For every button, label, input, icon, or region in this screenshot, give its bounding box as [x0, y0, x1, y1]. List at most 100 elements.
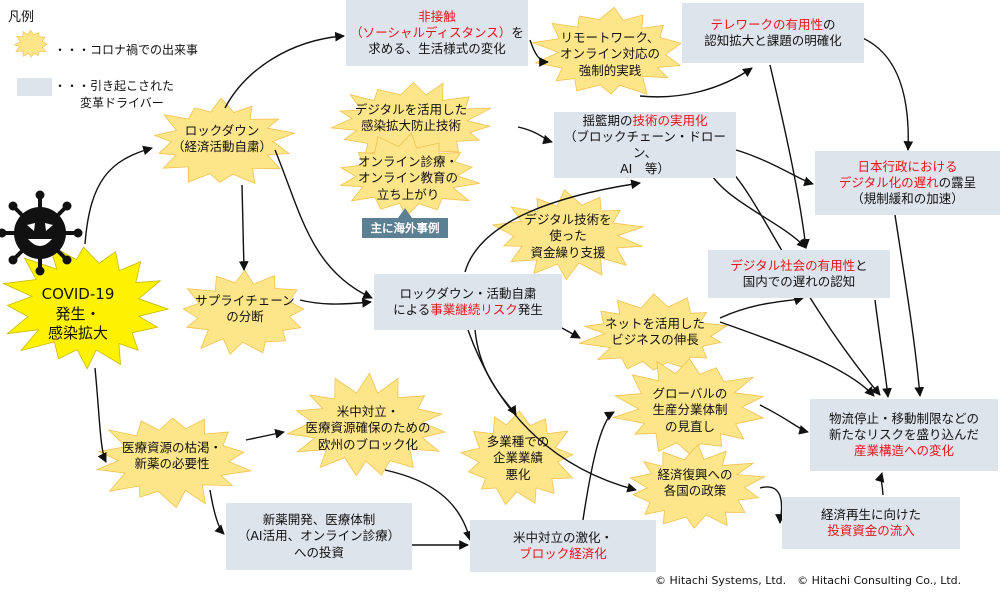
event-line: 使った [549, 228, 587, 244]
event-medical: 医療資源の枯渇・新薬の必要性 [100, 440, 244, 473]
driver-telework: テレワークの有用性の認知拡大と課題の明確化 [682, 3, 864, 63]
driver-text: 発生 [517, 302, 543, 317]
driver-text: 米中対立の激化・ [512, 529, 613, 545]
event-line: リモートワーク、 [560, 30, 660, 45]
flow-arrow-5 [299, 297, 372, 308]
covid-label: COVID-19 発生・ 感染拡大 [41, 285, 115, 342]
event-line: 経済復興への [657, 467, 733, 482]
flow-arrow-9 [384, 469, 473, 541]
event-line: 立ち上がり [376, 186, 440, 202]
driver-highlight: デジタル社会の有用性 [730, 257, 856, 273]
event-line: 資金繰り支援 [530, 244, 606, 260]
driver-digital-society: デジタル社会の有用性と国内での遅れの認知 [708, 250, 890, 298]
driver-text: の [822, 16, 836, 32]
flow-arrow-20 [874, 472, 885, 496]
event-lockdown: ロックダウン（経済活動自粛） [160, 123, 284, 156]
virus-icon [0, 190, 83, 276]
flow-arrow-19 [759, 486, 785, 524]
event-line: 各国の政策 [663, 483, 727, 499]
legend-title: 凡例 [8, 10, 35, 25]
flow-arrow-18 [579, 411, 615, 541]
event-line: オンライン教育の [357, 170, 458, 186]
overseas-tag: 主に海外事例 [362, 218, 448, 238]
driver-highlight: デジタル化の遅れ [838, 174, 939, 190]
event-line: 欧州のブロック化 [317, 436, 418, 452]
driver-highlight: （ソーシャルディスタンス） [350, 24, 512, 40]
event-line: 米中対立・ [336, 404, 400, 419]
event-line: ネットを活用した [604, 316, 705, 331]
event-line: （経済活動自粛） [171, 139, 272, 155]
event-burst-remote-work [531, 6, 682, 95]
driver-industry-structure: 物流停止・移動制限などの新たなリスクを盛り込んだ産業構造への変化 [810, 399, 998, 471]
driver-highlight: ブロック経済化 [519, 546, 607, 561]
driver-text: 揺籃期の [582, 112, 633, 128]
flow-arrow-28 [759, 404, 809, 435]
event-burst-lockdown [153, 97, 297, 185]
flow-arrow-21 [854, 34, 914, 151]
flow-arrow-1 [84, 145, 153, 245]
flow-arrow-3 [274, 149, 373, 299]
legend-star-icon [13, 29, 48, 58]
event-line: 新薬の必要性 [134, 456, 210, 472]
flow-arrow-16 [467, 329, 637, 493]
driver-non-contact: 非接触（ソーシャルディスタンス）を求める、生活様式の変化 [346, 0, 528, 66]
driver-text: （ブロックチェーン・ドローン、 [564, 128, 726, 160]
flow-arrow-13 [464, 179, 641, 273]
driver-text: 認知拡大と課題の明確化 [704, 33, 842, 48]
event-line: 企業業績 [492, 450, 543, 466]
flow-arrow-14 [561, 327, 581, 339]
driver-text: 求める、生活様式の変化 [368, 41, 506, 57]
event-line: 強制的実践 [578, 62, 642, 78]
flow-arrow-7 [245, 429, 285, 441]
event-line: グローバルの [652, 386, 728, 401]
event-line: の見直し [664, 418, 715, 434]
event-industry-slump: 多業種での企業業績悪化 [466, 434, 570, 483]
covid-burst-shape [2, 244, 170, 370]
flow-arrow-27 [719, 321, 875, 397]
driver-new-drug: 新薬開発、医療体制（AI活用、オンライン診療）への投資 [226, 503, 412, 570]
event-burst-net-business [579, 293, 728, 371]
driver-highlight: テレワークの有用性 [710, 16, 823, 32]
overseas-tag-pointer [398, 208, 412, 218]
driver-text: と [855, 257, 868, 273]
event-burst-medical [95, 417, 253, 509]
flow-arrow-8 [209, 489, 225, 535]
event-burst-industry-slump [459, 410, 574, 506]
driver-text: 国内での遅れの認知 [742, 274, 856, 289]
event-line: 生産分業体制 [652, 402, 728, 418]
event-remote-work: リモートワーク、オンライン対応の強制的実践 [545, 30, 675, 79]
flow-arrow-24 [735, 149, 814, 187]
event-line: 感染拡大防止技術 [360, 118, 461, 134]
flow-arrow-29 [894, 214, 925, 397]
driver-gov-digital: 日本行政におけるデジタル化の遅れの露呈（規制緩和の加速） [815, 151, 1000, 215]
flow-arrow-26 [719, 295, 804, 319]
event-digital-prevention: デジタルを活用した感染拡大防止技術 [336, 102, 486, 135]
driver-highlight: 事業継続リスク [430, 302, 518, 317]
event-line: オンライン対応の [559, 46, 660, 62]
flow-arrow-22 [769, 64, 810, 249]
event-line: 多業種での [486, 434, 550, 449]
driver-text: （規制緩和の加速） [851, 191, 964, 207]
driver-business-risk: ロックダウン・活動自粛による事業継続リスク発生 [374, 274, 562, 330]
event-line: オンライン診療・ [357, 154, 458, 169]
driver-text: ロックダウン・活動自粛 [399, 285, 537, 301]
driver-highlight: 技術の実用化 [632, 112, 708, 128]
driver-text: 物流停止・移動制限などの [828, 410, 979, 426]
driver-text: AI 等） [620, 161, 670, 177]
event-supply-chain: サプライチェーンの分断 [186, 293, 304, 326]
driver-text: （AI活用、オンライン診療） [237, 528, 401, 544]
driver-highlight: 投資資金の流入 [827, 523, 915, 538]
event-burst-supply-chain [182, 269, 305, 355]
event-line: サプライチェーン [195, 293, 295, 308]
driver-highlight: 日本行政における [857, 158, 958, 174]
event-online-medical: オンライン診療・オンライン教育の立ち上がり [344, 154, 472, 203]
copyright: © Hitachi Systems, Ltd. © Hitachi Consul… [655, 574, 962, 587]
event-burst-recovery-policy [629, 443, 767, 529]
event-digital-funding: デジタル技術を使った資金繰り支援 [500, 212, 636, 261]
driver-text: の露呈 [938, 174, 977, 190]
legend-event-text: ・・・コロナ禍での出来事 [54, 43, 199, 57]
flow-arrow-2 [224, 31, 345, 109]
event-line: 医療資源の枯渇・ [121, 440, 222, 455]
driver-investment: 経済再生に向けた投資資金の流入 [782, 497, 960, 549]
event-recovery-policy: 経済復興への各国の政策 [630, 467, 760, 500]
